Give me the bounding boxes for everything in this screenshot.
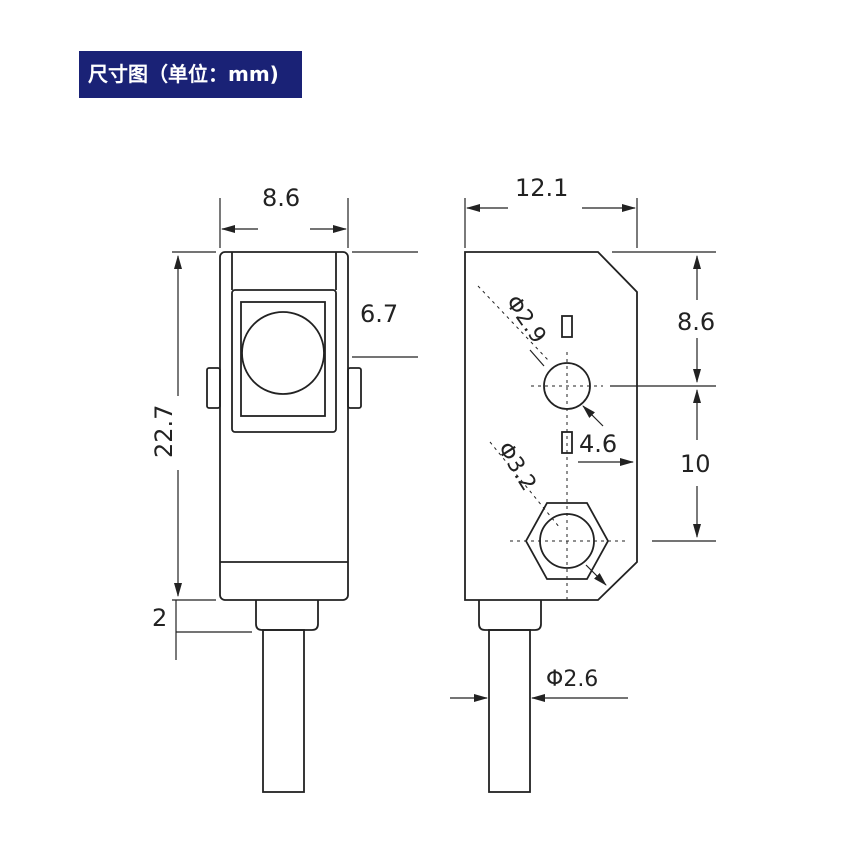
- side-body: [464, 251, 638, 601]
- front-body: [219, 251, 349, 601]
- cable-neck-label: 2: [152, 604, 167, 632]
- center-lines: [477, 285, 626, 600]
- front-cable-neck: [255, 600, 319, 631]
- front-height-label: 22.7: [150, 405, 178, 458]
- front-window-inner: [240, 301, 326, 417]
- side-width-label: 12.1: [515, 174, 568, 202]
- title-banner: 尺寸图（单位：mm): [79, 51, 302, 98]
- window-offset-label: 6.7: [360, 300, 398, 328]
- top-to-hole-label: 8.6: [677, 308, 715, 336]
- upper-slot: [561, 315, 573, 338]
- page-title: 尺寸图（单位：mm): [88, 62, 279, 86]
- front-view: [206, 251, 362, 793]
- front-cable: [262, 629, 305, 793]
- front-window-frame: [231, 289, 337, 433]
- front-width-label: 8.6: [262, 184, 300, 212]
- side-cable: [488, 629, 531, 793]
- right-tab: [347, 367, 362, 409]
- left-tab: [206, 367, 221, 409]
- cable-dia-label: Φ2.6: [546, 667, 598, 692]
- small-hole-dia-label: Φ2.9: [500, 291, 550, 348]
- side-cable-neck: [478, 600, 542, 631]
- front-dimensions: [172, 198, 418, 660]
- hole-inset-label: 4.6: [579, 430, 617, 458]
- large-hole-dia-label: Φ3.2: [492, 438, 541, 496]
- lens-circle: [241, 311, 325, 395]
- lower-slot: [561, 431, 573, 454]
- side-dimensions: [450, 198, 716, 702]
- hole-spacing-label: 10: [680, 450, 711, 478]
